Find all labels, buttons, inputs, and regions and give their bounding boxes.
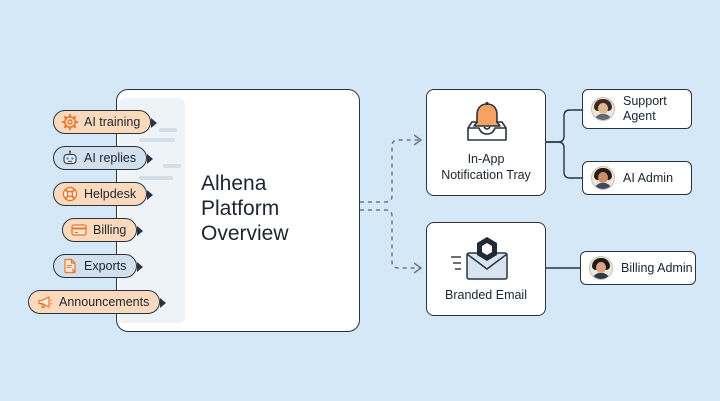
pill-pointer (151, 118, 157, 128)
connector-tray-to-support (546, 110, 582, 142)
avatar (591, 97, 615, 121)
megaphone-icon (37, 294, 53, 310)
pill-pointer (147, 190, 153, 200)
notification-tray-card: In-App Notification Tray (426, 89, 546, 196)
feature-pill-ai-training[interactable]: AI training (53, 110, 151, 134)
strip-line (139, 138, 175, 142)
role-label: Support Agent (623, 94, 667, 124)
envelope-icon (449, 233, 525, 281)
credit-card-icon (71, 222, 87, 238)
pill-pointer (147, 154, 153, 164)
feature-pill-exports[interactable]: Exports (53, 254, 137, 278)
role-card-support-agent[interactable]: Support Agent (582, 89, 692, 129)
dashed-connector-to-tray (360, 140, 420, 202)
feature-label: AI training (84, 115, 140, 129)
feature-label: Helpdesk (84, 187, 136, 201)
role-label: Billing Admin (621, 261, 693, 276)
role-label: AI Admin (623, 171, 673, 186)
strip-line (139, 176, 173, 180)
feature-pill-billing[interactable]: Billing (62, 218, 137, 242)
role-card-ai-admin[interactable]: AI Admin (582, 161, 692, 195)
feature-label: Exports (84, 259, 126, 273)
feature-pill-helpdesk[interactable]: Helpdesk (53, 182, 147, 206)
pill-pointer (160, 298, 166, 308)
pill-pointer (137, 226, 143, 236)
document-export-icon (62, 258, 78, 274)
avatar (591, 166, 615, 190)
role-label-line2: Agent (623, 109, 667, 124)
avatar (589, 256, 613, 280)
robot-icon (62, 150, 78, 166)
strip-line (163, 164, 181, 168)
dashed-connector-to-email (360, 210, 420, 268)
tray-label-line2: Notification Tray (427, 168, 545, 183)
lifebuoy-icon (62, 186, 78, 202)
arrow-head-email (414, 263, 421, 273)
tray-label-line1: In-App (427, 152, 545, 167)
bell-tray-icon (464, 100, 510, 146)
main-title-line: Alhena (201, 171, 351, 196)
feature-pill-announcements[interactable]: Announcements (28, 290, 160, 314)
role-card-billing-admin[interactable]: Billing Admin (580, 251, 696, 285)
role-label-line1: Support (623, 94, 667, 109)
branded-email-card: Branded Email (426, 222, 546, 316)
main-title: Alhena Platform Overview (201, 171, 351, 246)
email-label: Branded Email (427, 288, 545, 303)
main-title-line: Overview (201, 221, 351, 246)
connector-tray-to-ai-admin (546, 142, 582, 178)
feature-pill-ai-replies[interactable]: AI replies (53, 146, 147, 170)
pill-pointer (137, 262, 143, 272)
gear-icon (62, 114, 78, 130)
feature-label: Announcements (59, 295, 149, 309)
feature-label: Billing (93, 223, 126, 237)
feature-label: AI replies (84, 151, 136, 165)
strip-line (159, 128, 177, 132)
main-title-line: Platform (201, 196, 351, 221)
